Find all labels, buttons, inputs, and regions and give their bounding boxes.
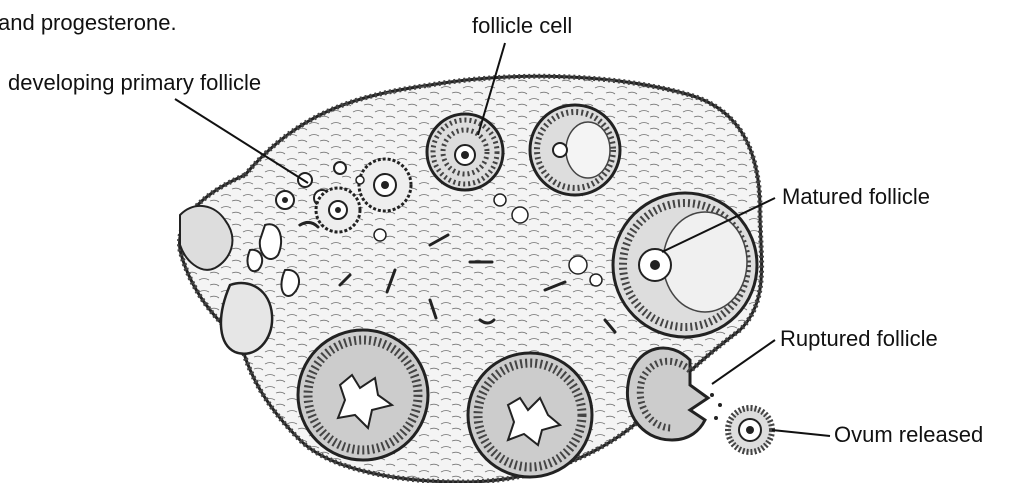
follicle-bottom-left	[298, 330, 428, 460]
tertiary-follicle-top-right	[530, 105, 620, 195]
leader-ovum-released	[772, 430, 830, 436]
matured-follicle	[613, 193, 757, 337]
label-ovum-released: Ovum released	[834, 424, 983, 446]
label-ruptured-follicle: Ruptured follicle	[780, 328, 938, 350]
leader-ruptured-follicle	[712, 340, 775, 384]
secondary-follicle-top	[427, 114, 503, 190]
label-developing-primary-follicle: developing primary follicle	[8, 72, 261, 94]
ruptured-follicle	[627, 348, 722, 440]
label-follicle-cell: follicle cell	[472, 15, 572, 37]
label-matured-follicle: Matured follicle	[782, 186, 930, 208]
follicle-bottom-middle	[468, 353, 592, 477]
released-ovum	[728, 408, 772, 452]
top-cut-caption: and progesterone.	[0, 12, 177, 34]
